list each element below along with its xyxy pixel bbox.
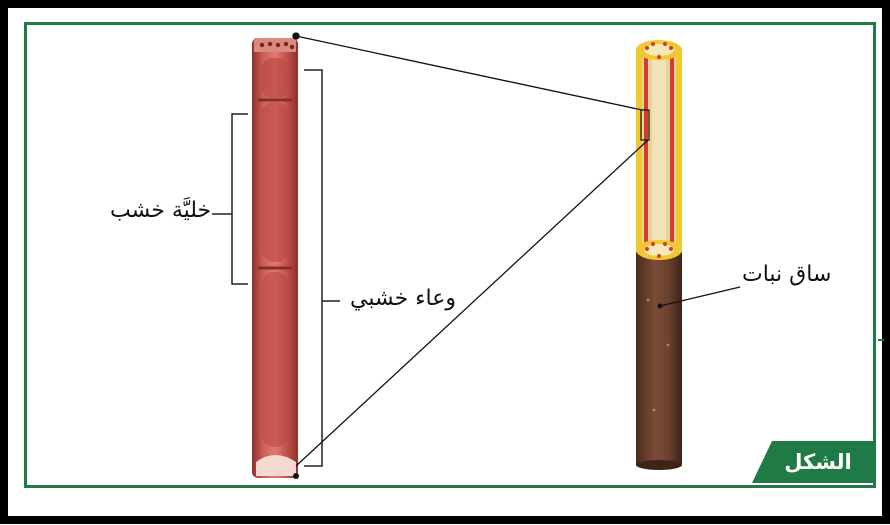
xylem-vessel-label: وعاء خشبي — [350, 286, 456, 311]
figure-number-badge: الشكل 19-2 — [752, 441, 874, 483]
xylem-vessel-illustration — [252, 38, 299, 479]
xylem-vessel-bracket — [304, 70, 340, 466]
xylem-cell-label: خليَّة خشب — [110, 198, 211, 223]
plant-stem-label: ساق نبات — [742, 262, 831, 287]
xylem-cell-bracket — [212, 114, 248, 284]
plant-stem-illustration — [636, 40, 682, 470]
zoom-connector-lines — [293, 33, 648, 466]
